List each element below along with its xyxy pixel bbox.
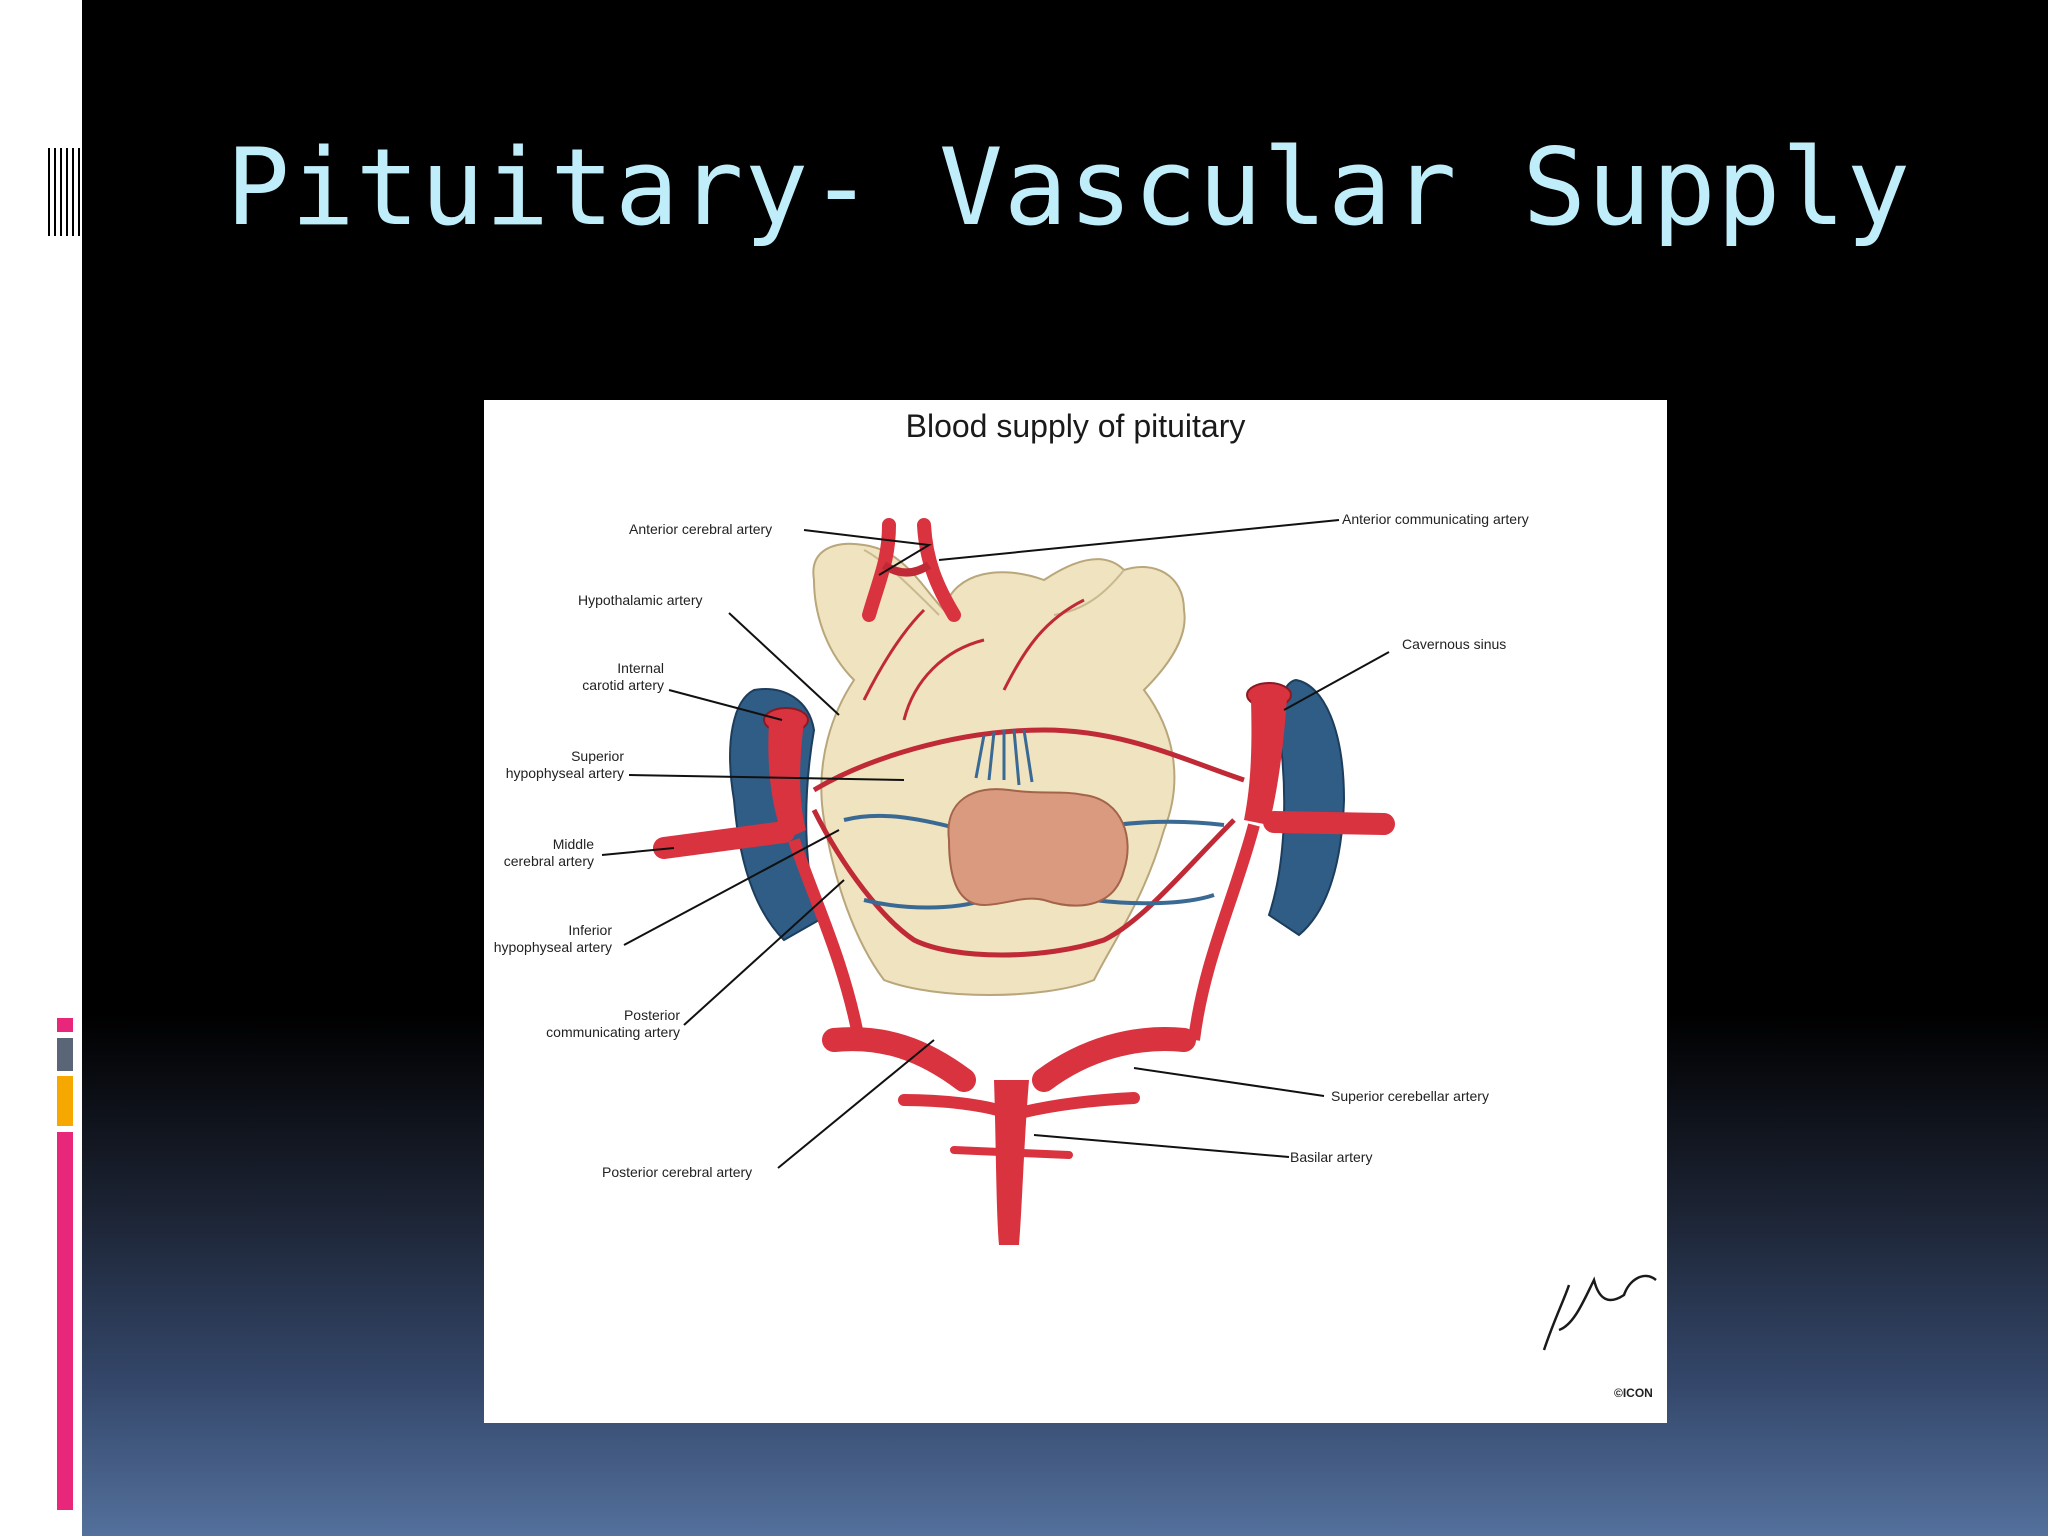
pituitary-gland	[947, 788, 1129, 907]
label-anterior-communicating-artery: Anterior communicating artery	[1342, 511, 1529, 527]
label-internal-carotid-artery: Internal carotid artery	[582, 660, 664, 693]
accent-bar-magenta	[57, 1132, 73, 1510]
label-superior-cerebellar-artery: Superior cerebellar artery	[1331, 1088, 1489, 1104]
label-inferior-hypophyseal-artery: Inferior hypophyseal artery	[493, 922, 612, 955]
slide-title: Pituitary- Vascular Supply	[226, 126, 1912, 249]
accent-bar-magenta-top	[57, 1018, 73, 1032]
hypophyseal-ring	[812, 727, 1245, 793]
label-posterior-communicating-artery: Posterior communicating artery	[546, 1007, 680, 1040]
anterior-cerebral-artery-left	[862, 518, 896, 622]
label-basilar-artery: Basilar artery	[1290, 1149, 1373, 1165]
accent-bar-gray	[57, 1038, 73, 1071]
pituitary-illustration	[601, 518, 1657, 1351]
anterior-cerebral-artery-right	[917, 518, 961, 622]
posterior-cerebral-artery-left	[822, 1027, 976, 1092]
barcode-decoration	[48, 148, 81, 236]
basilar-artery	[994, 1080, 1029, 1245]
netter-signature	[1542, 1274, 1657, 1351]
posterior-communicating-right	[1188, 823, 1260, 1041]
figure-title: Blood supply of pituitary	[905, 408, 1246, 444]
portal-veins	[974, 729, 1034, 786]
netter-copyright: ©ICON	[1614, 1386, 1653, 1400]
label-superior-hypophyseal-artery: Superior hypophyseal artery	[505, 748, 624, 781]
internal-carotid-right	[1244, 698, 1287, 825]
label-cavernous-sinus: Cavernous sinus	[1402, 636, 1507, 652]
anterior-communicating-artery	[881, 561, 932, 577]
label-middle-cerebral-artery: Middle cerebral artery	[503, 836, 594, 869]
accent-bar-orange	[57, 1076, 73, 1126]
middle-cerebral-artery-left	[653, 821, 795, 859]
label-posterior-cerebral-artery: Posterior cerebral artery	[602, 1164, 753, 1180]
posterior-communicating-left	[788, 838, 865, 1042]
left-decor-strip	[0, 0, 82, 1536]
label-anterior-cerebral-artery: Anterior cerebral artery	[629, 521, 773, 537]
anatomy-figure: Blood supply of pituitary	[484, 400, 1667, 1423]
internal-carotid-left	[768, 722, 806, 840]
leader-lines	[601, 519, 1390, 1169]
posterior-cerebral-artery-right	[1032, 1027, 1196, 1092]
label-hypothalamic-artery: Hypothalamic artery	[578, 592, 703, 608]
middle-cerebral-artery-right	[1263, 811, 1395, 835]
